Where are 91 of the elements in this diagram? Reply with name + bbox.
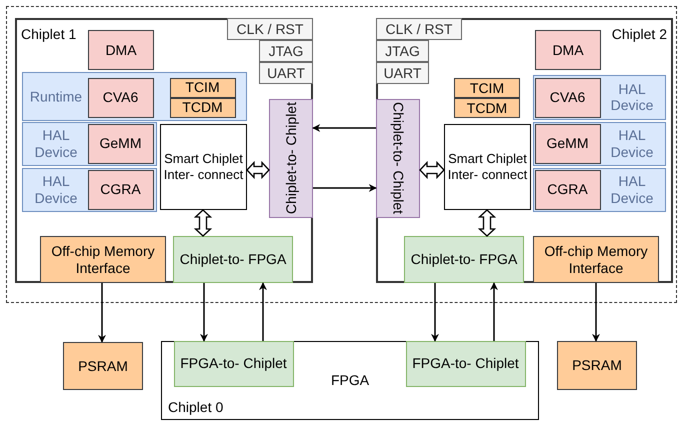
block-label: DMA <box>552 42 584 58</box>
hardware-block <box>88 78 154 118</box>
block-label: CVA6 <box>550 89 586 106</box>
memory-block <box>40 236 166 283</box>
signal-port <box>376 40 429 62</box>
interconnect-block <box>160 124 247 210</box>
software-layer-band <box>22 122 157 166</box>
box-title: Chiplet 2 <box>612 26 667 43</box>
block-label: Chiplet-to- Chiplet <box>390 102 406 215</box>
block-label: TCDM <box>182 99 223 116</box>
block-label: Chiplet-to- FPGA <box>410 251 518 268</box>
memory-block <box>63 342 143 390</box>
block-label: UART <box>267 64 305 82</box>
memory-block <box>533 236 659 283</box>
block-label: GeMM <box>546 135 588 152</box>
software-layer-band <box>533 122 666 166</box>
interconnect-block <box>444 124 531 210</box>
interface-block <box>269 99 313 218</box>
block-arrow <box>419 160 445 180</box>
arrow <box>592 283 600 342</box>
interface-block <box>404 236 524 283</box>
block-label: TCIM <box>185 79 220 96</box>
software-layer-band <box>22 168 157 212</box>
block-label: CLK / RST <box>236 20 304 38</box>
block-arrow <box>246 160 270 180</box>
block-label: TCDM <box>466 100 508 116</box>
block-label: CGRA <box>547 181 588 198</box>
memory-block <box>170 98 236 118</box>
block-label: Chiplet-to- Chiplet <box>282 102 300 215</box>
block-label: DMA <box>105 42 137 58</box>
block-label: PSRAM <box>78 358 128 374</box>
memory-block <box>170 78 236 98</box>
hardware-block <box>534 124 600 164</box>
block-label: Smart Chiplet Inter- connect <box>446 151 528 183</box>
block-label: Runtime <box>28 88 84 105</box>
memory-block <box>557 341 637 390</box>
interface-block <box>173 236 293 283</box>
software-layer-band <box>533 168 666 212</box>
arrow <box>490 282 498 341</box>
arrow <box>98 283 106 343</box>
block-label: CGRA <box>100 181 141 198</box>
software-layer-band <box>22 72 247 121</box>
block-label: HAL Device <box>34 127 78 161</box>
hardware-block <box>88 124 154 164</box>
block-label: HAL Device <box>610 173 654 207</box>
block-label: Chiplet-to- FPGA <box>180 251 286 268</box>
block-label: HAL Device <box>610 80 654 114</box>
box-title: Chiplet 1 <box>21 26 76 43</box>
fpga-box <box>161 341 539 420</box>
arrow <box>313 184 377 192</box>
block-label: FPGA-to- Chiplet <box>412 355 519 372</box>
hardware-block <box>88 30 154 70</box>
hardware-block <box>534 170 600 210</box>
memory-block <box>454 78 520 98</box>
arrow <box>312 124 376 132</box>
hardware-block <box>535 30 601 70</box>
block-label: UART <box>384 64 422 82</box>
block-label: Smart Chiplet Inter- connect <box>162 151 244 183</box>
software-layer-band <box>533 75 666 120</box>
signal-port <box>227 18 313 40</box>
arrow <box>259 282 267 341</box>
memory-block <box>454 98 520 118</box>
block-label: FPGA-to- Chiplet <box>180 355 287 372</box>
block-arrow <box>194 209 212 237</box>
signal-port <box>376 18 462 40</box>
interface-block <box>406 340 526 386</box>
block-label: CLK / RST <box>386 20 452 38</box>
signal-port <box>259 62 313 84</box>
chiplet-box <box>15 18 313 283</box>
box-title: FPGA <box>330 372 370 389</box>
arrow <box>431 283 439 342</box>
signal-port <box>376 62 429 84</box>
interface-block <box>174 340 294 386</box>
block-label: JTAG <box>268 42 304 60</box>
block-label: Off-chip Memory Interface <box>50 242 156 276</box>
hardware-block <box>534 78 600 118</box>
signal-port <box>259 40 313 62</box>
block-label: JTAG <box>385 42 420 60</box>
chiplet-box <box>376 18 673 283</box>
hardware-block <box>88 170 154 210</box>
interface-block <box>376 99 420 218</box>
arrow <box>200 283 208 342</box>
block-label: Off-chip Memory Interface <box>543 242 649 276</box>
block-arrow <box>478 209 496 237</box>
block-label: PSRAM <box>572 357 622 374</box>
box-title: Chiplet 0 <box>168 399 224 416</box>
block-label: CVA6 <box>102 89 138 106</box>
block-label: HAL Device <box>610 127 654 161</box>
block-label: HAL Device <box>34 173 78 207</box>
block-label: GeMM <box>100 135 142 152</box>
block-label: TCIM <box>470 80 504 96</box>
